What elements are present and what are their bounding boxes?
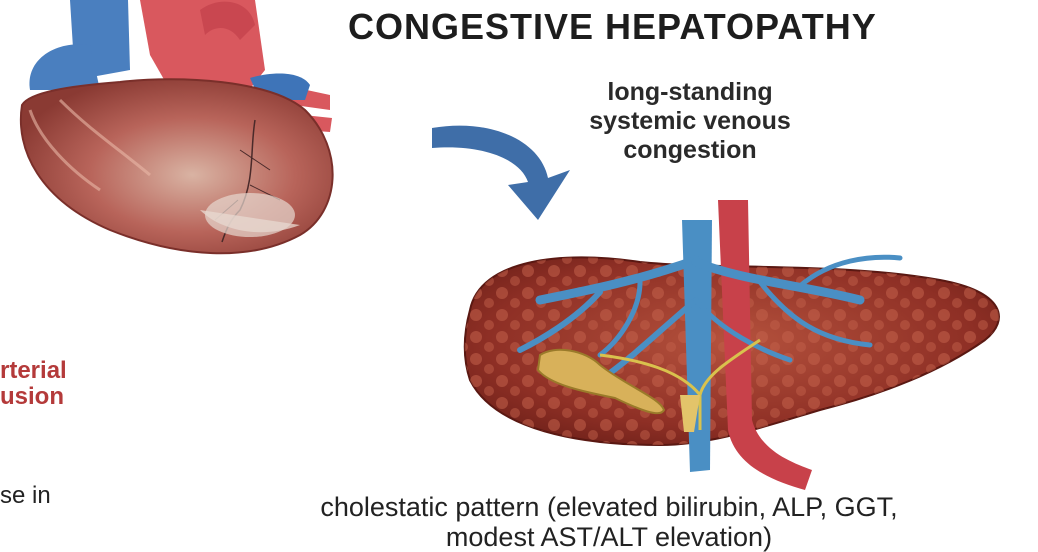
left-bottom-label: se in <box>0 482 51 510</box>
left-red-line: rterial <box>0 358 120 384</box>
left-red-label: rterial usion <box>0 358 120 410</box>
page-title: CONGESTIVE HEPATOPATHY <box>348 6 1038 48</box>
bottom-caption-line: cholestatic pattern (elevated bilirubin,… <box>180 492 1038 522</box>
liver-illustration <box>465 200 999 490</box>
bottom-caption-line: modest AST/ALT elevation) <box>180 522 1038 552</box>
arrow-caption-line: congestion <box>500 136 880 165</box>
arrow-caption-line: long-standing <box>500 78 880 107</box>
left-red-line: usion <box>0 384 120 410</box>
bottom-caption: cholestatic pattern (elevated bilirubin,… <box>180 492 1038 552</box>
arrow-caption: long-standing systemic venous congestion <box>500 78 880 165</box>
heart-illustration <box>21 0 333 253</box>
arrow-caption-line: systemic venous <box>500 107 880 136</box>
